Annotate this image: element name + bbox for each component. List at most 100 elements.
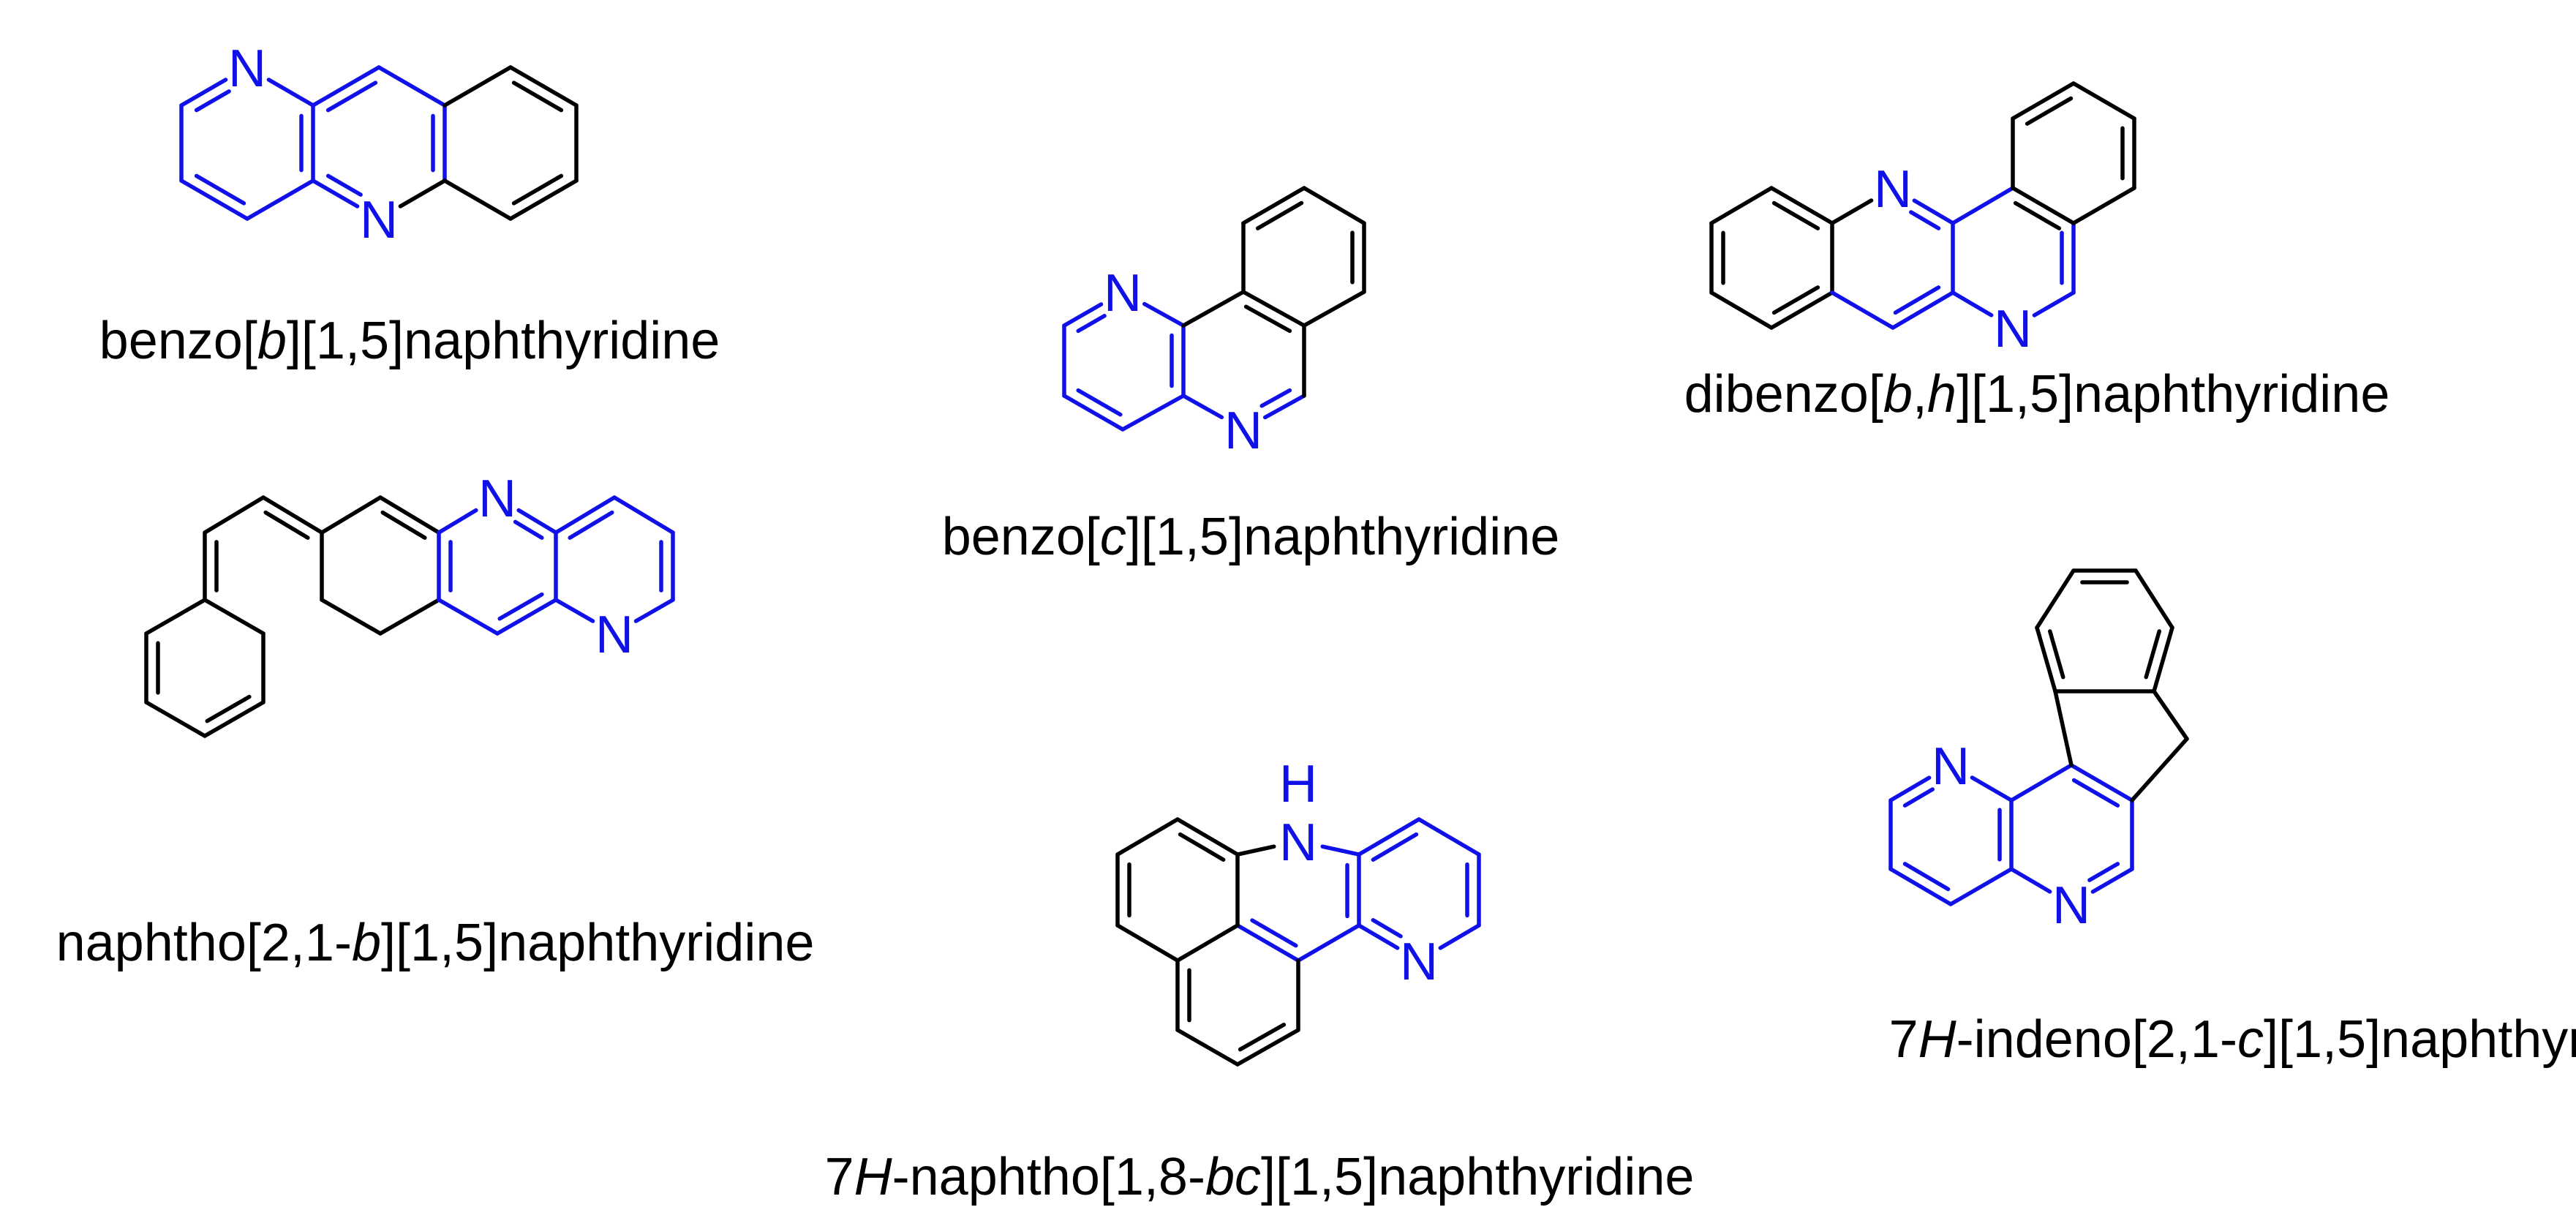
bond [508, 178, 579, 221]
bond [205, 694, 252, 723]
bond [2152, 689, 2189, 741]
bond [1250, 918, 1298, 948]
bond [2035, 625, 2057, 693]
bond [203, 495, 265, 535]
nitrogen-atom-label: N [1224, 402, 1262, 460]
bond [1357, 817, 1421, 857]
bond [495, 598, 558, 636]
bond [1438, 923, 1481, 950]
bond [1830, 290, 1895, 330]
bond [1970, 775, 2014, 802]
nitrogen-atom-label: N [2052, 876, 2090, 935]
bond [1076, 314, 1107, 334]
bond [513, 519, 544, 540]
bond [2144, 629, 2161, 680]
bond [1891, 290, 1955, 330]
bond [398, 178, 447, 208]
bond [2087, 862, 2120, 882]
bond [1948, 867, 2014, 906]
bond [1893, 285, 1941, 315]
bond [2009, 867, 2052, 894]
bond [1771, 200, 1820, 230]
bond [2053, 689, 2074, 767]
bond [2071, 186, 2136, 225]
bond [568, 510, 614, 540]
bond [2152, 625, 2174, 693]
bond [261, 495, 324, 535]
bond [378, 598, 441, 636]
bond [1115, 923, 1180, 963]
bond [311, 65, 381, 108]
bond [380, 510, 427, 540]
nitrogen-atom-label: N [1104, 264, 1142, 323]
bond [1902, 787, 1935, 808]
bond [1771, 285, 1820, 315]
bond [266, 78, 315, 108]
bond [1115, 817, 1180, 857]
bond [2035, 568, 2076, 630]
bond [245, 178, 315, 221]
bond [1888, 775, 1932, 802]
bond [2032, 290, 2076, 317]
bond [1062, 302, 1104, 328]
bond [1302, 186, 1366, 225]
nitrogen-atom-label: N [595, 606, 633, 664]
caption-layer: benzo[b][1,5]naphthyridine benzo[c][1,5]… [56, 312, 2576, 1206]
bond [2013, 200, 2062, 230]
caption-dibenzo-bh-naphthyridine: dibenzo[b,h][1,5]naphthyridine [1684, 365, 2390, 424]
bond [2011, 81, 2076, 121]
bond [1709, 290, 1774, 330]
nitrogen-atom-label: N [1994, 300, 2032, 358]
bond [1076, 388, 1123, 417]
bond-layer [144, 65, 2189, 1067]
bond [1121, 394, 1186, 432]
bond [1241, 290, 1306, 328]
bond [2011, 186, 2076, 225]
bond [1175, 923, 1240, 963]
bond [508, 65, 579, 108]
bond [2071, 81, 2136, 121]
bond [263, 510, 310, 540]
bond [1255, 200, 1304, 230]
bond [320, 495, 383, 535]
bond [1241, 186, 1306, 225]
bond [311, 178, 360, 208]
caption-naphtho-21b-naphthyridine: naphtho[2,1-b][1,5]naphthyridine [56, 914, 815, 972]
nitrogen-atom-label: N [228, 40, 266, 98]
bond [144, 700, 207, 738]
bond [2134, 568, 2174, 630]
bond [1888, 867, 1953, 906]
bond [2048, 629, 2065, 680]
bond [511, 80, 564, 113]
nitrogen-atom-label: N [1400, 933, 1438, 991]
bond [633, 598, 675, 623]
bond [1769, 290, 1834, 330]
bond [203, 598, 265, 636]
bond [1142, 301, 1186, 328]
nitrogen-atom-label: N [360, 191, 398, 249]
bond [1417, 817, 1481, 857]
bond [203, 700, 265, 738]
bond [1181, 290, 1246, 328]
bond [1175, 817, 1240, 857]
bond [1709, 186, 1774, 225]
bond [325, 80, 378, 113]
bond [1181, 394, 1224, 420]
bond [378, 495, 441, 535]
bond [1769, 186, 1834, 225]
bond [1235, 1028, 1300, 1067]
bond [2025, 96, 2074, 126]
bond [377, 65, 447, 108]
bond [2130, 737, 2189, 802]
bond [2090, 867, 2134, 894]
bond [1178, 832, 1226, 862]
bond [1909, 210, 1941, 230]
caption-benzo-c-naphthyridine: benzo[c][1,5]naphthyridine [942, 508, 1560, 566]
bond [1357, 923, 1400, 950]
bond [320, 598, 383, 636]
bond [2071, 778, 2120, 808]
nitrogen-atom-label: N [478, 470, 516, 528]
bond [179, 178, 249, 221]
